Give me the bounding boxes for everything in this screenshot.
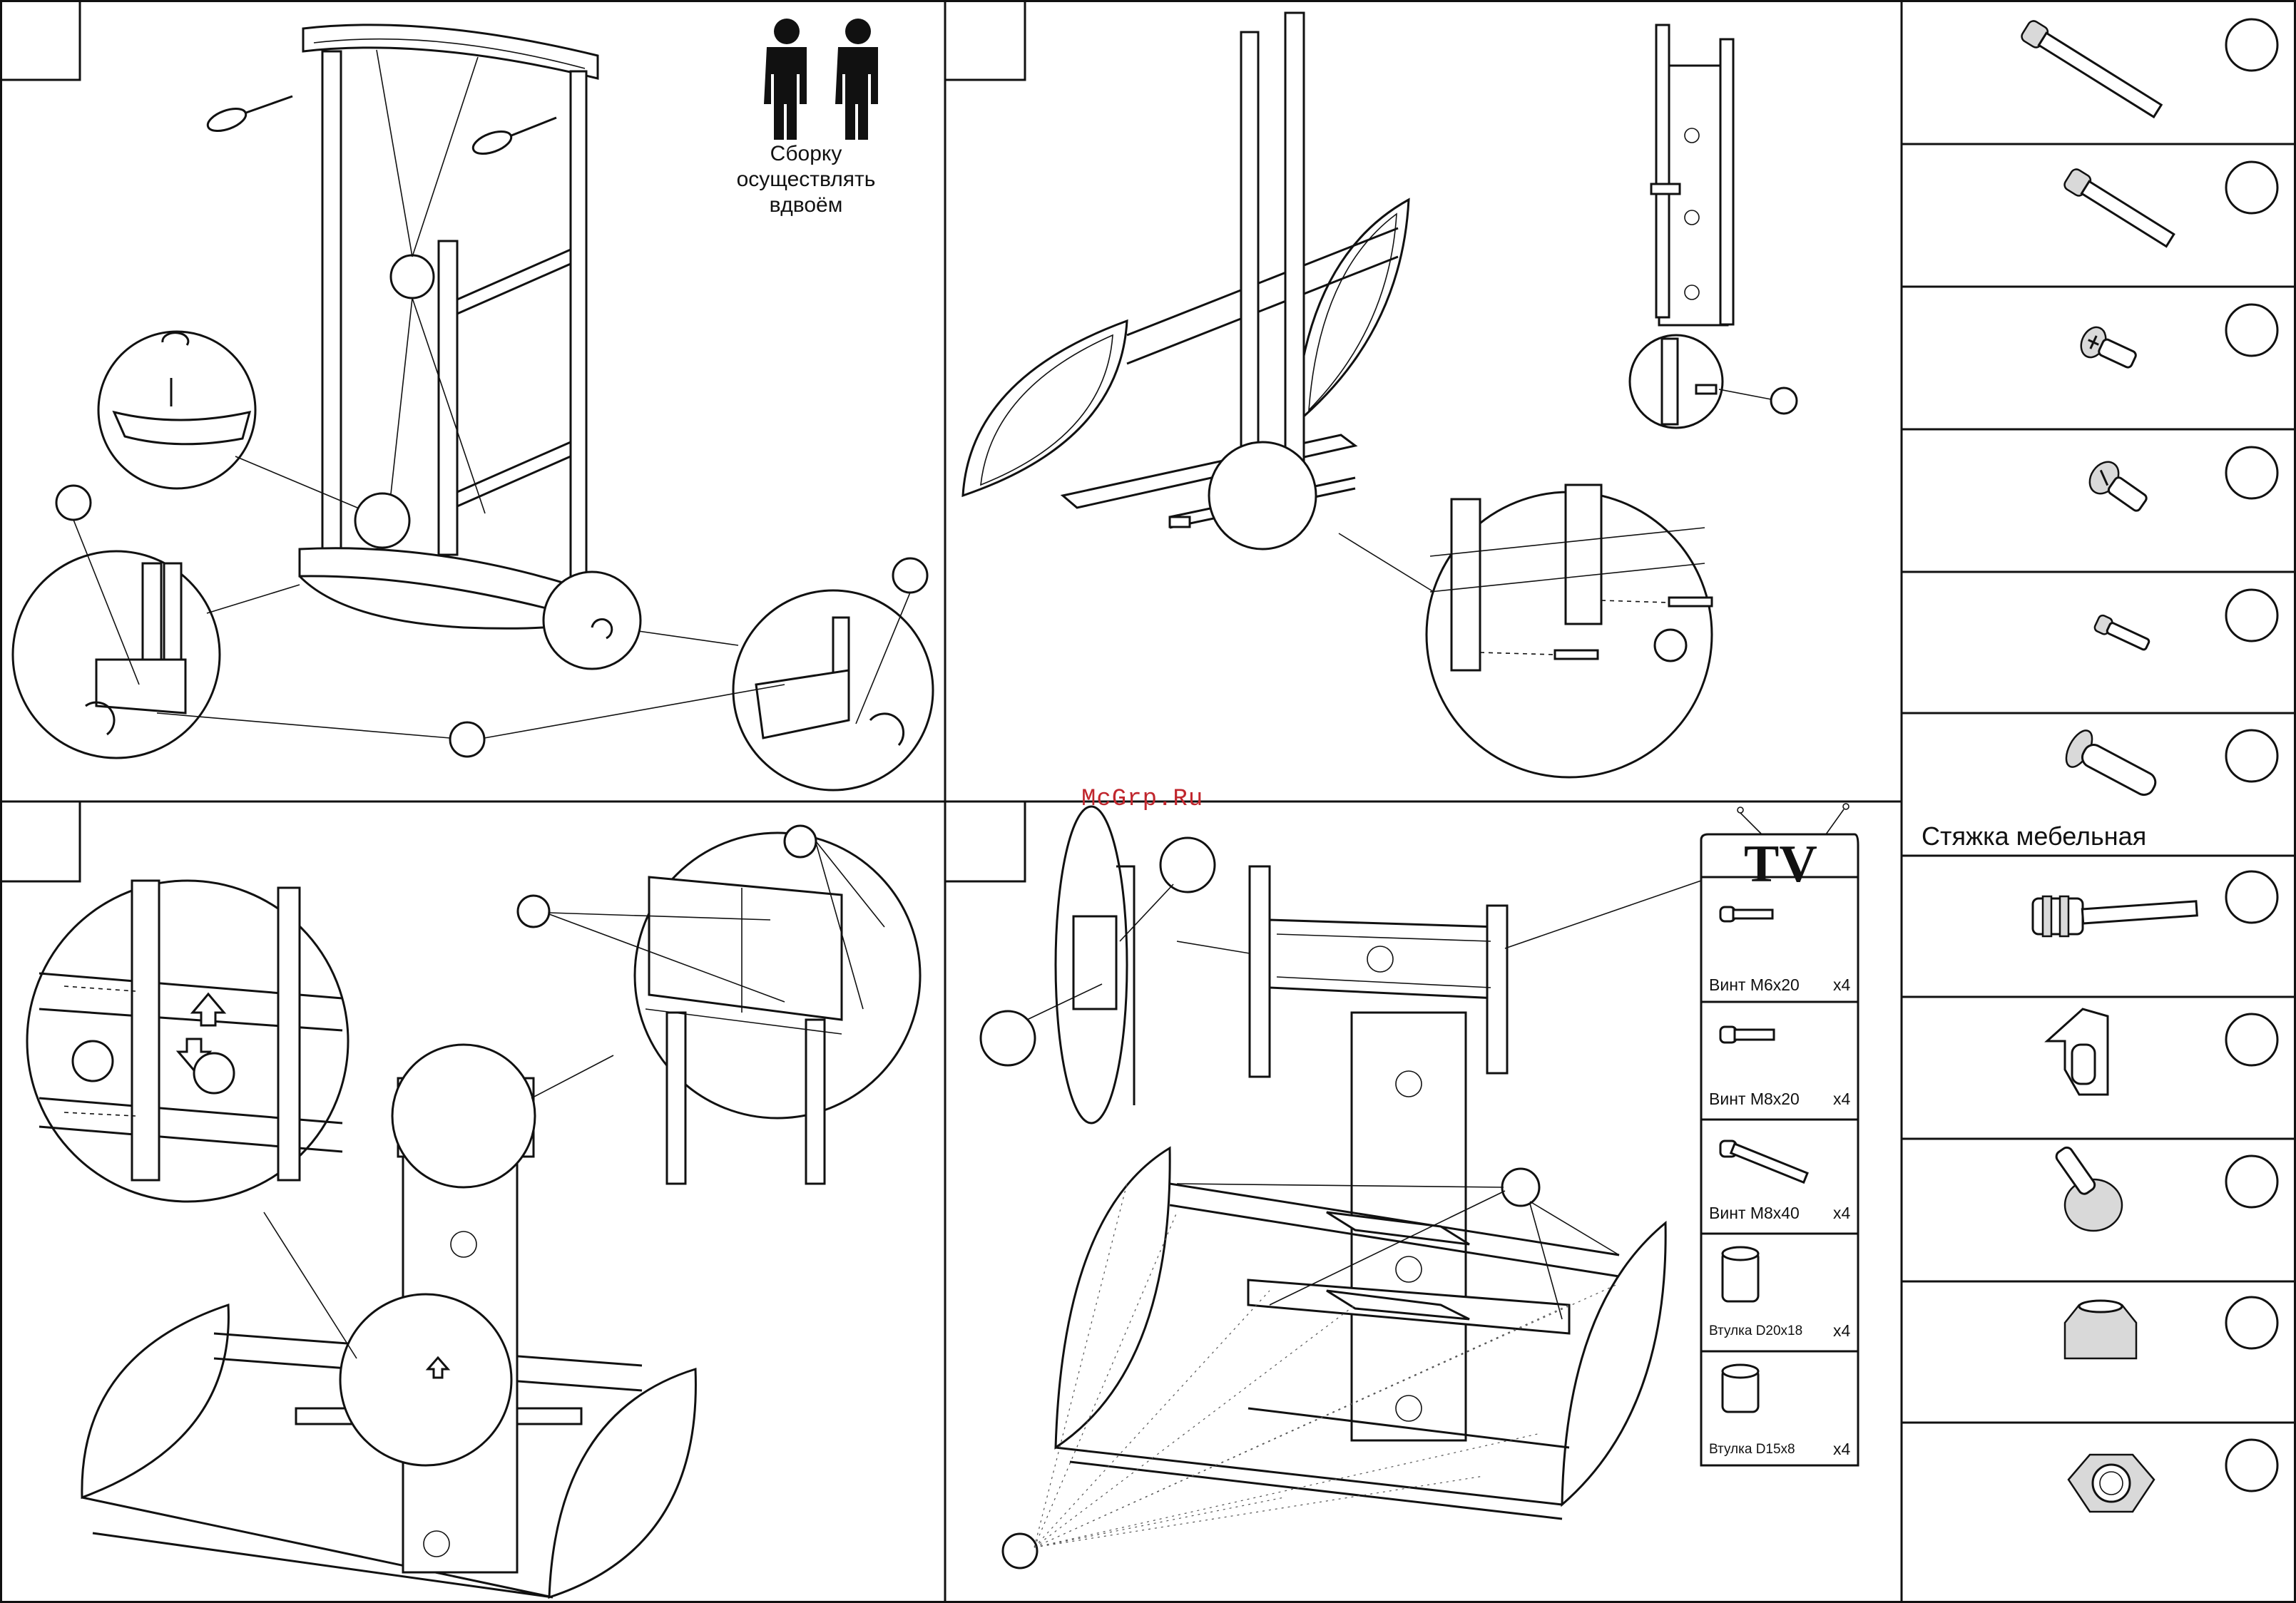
medium-bolt-icon	[2063, 167, 2176, 250]
kit-qty-1: x4	[1833, 975, 1850, 995]
screwdriver-icon	[205, 96, 556, 158]
callout-circle	[981, 1011, 1035, 1065]
step-3-drawing	[27, 826, 920, 1597]
callout-circle	[893, 558, 927, 593]
step-1-drawing	[13, 19, 933, 790]
callout-circle	[518, 896, 549, 927]
callout-circle	[450, 722, 484, 757]
bushing-d15-icon	[1723, 1365, 1758, 1412]
furniture-connector-label: Стяжка мебельная	[1922, 821, 2146, 851]
callout-circle	[1502, 1169, 1539, 1206]
bolt-m8x20-icon	[1720, 1027, 1774, 1043]
hex-nut-icon	[2068, 1455, 2154, 1512]
callout-circle	[56, 486, 91, 520]
kit-label-3: Винт М8х40	[1709, 1204, 1800, 1223]
hardware-legend	[1902, 19, 2296, 1512]
clip-bracket-icon	[2047, 1009, 2108, 1095]
kit-qty-4: x4	[1833, 1321, 1850, 1341]
watermark: McGrp.Ru	[1081, 786, 1203, 813]
callout-circle	[1655, 630, 1686, 661]
phillips-screw-icon	[2076, 323, 2140, 375]
kit-qty-5: x4	[1833, 1440, 1850, 1459]
bolt-m6x20-icon	[1720, 907, 1772, 921]
kit-label-2: Винт М8х20	[1709, 1090, 1800, 1109]
step-4-box	[945, 802, 1025, 881]
callout-circle	[1160, 838, 1215, 892]
furniture-connector-icon	[2061, 727, 2163, 806]
two-person-icon	[764, 19, 878, 140]
callout-circle	[1771, 388, 1797, 414]
bushing-d20-icon	[1723, 1247, 1758, 1301]
small-bolt-icon	[2093, 614, 2151, 653]
kit-qty-3: x4	[1833, 1204, 1850, 1223]
callout-circle	[785, 826, 816, 857]
tv-label: TV	[1744, 834, 1817, 895]
slotted-screw-icon	[2083, 456, 2152, 518]
kit-label-4: Втулка D20x18	[1709, 1323, 1802, 1339]
step-2-box	[945, 0, 1025, 80]
cam-lock-icon	[2054, 1145, 2122, 1231]
bushing-icon	[2065, 1301, 2136, 1358]
long-bolt-icon	[2020, 19, 2164, 121]
kit-label-1: Винт М6х20	[1709, 975, 1800, 995]
step-2-drawing	[963, 13, 1797, 777]
two-person-assembly-note: Сборку осуществлять вдвоём	[706, 141, 906, 218]
kit-qty-2: x4	[1833, 1090, 1850, 1109]
callout-circle	[1003, 1534, 1037, 1568]
step-3-box	[0, 802, 80, 881]
callout-circle	[73, 1041, 113, 1081]
step-1-box	[0, 0, 80, 80]
threaded-insert-icon	[2033, 896, 2197, 936]
callout-circle	[391, 255, 434, 298]
detail-cam-lock	[98, 332, 255, 488]
detail-corner-left	[13, 551, 220, 758]
kit-label-5: Втулка D15x8	[1709, 1442, 1795, 1458]
